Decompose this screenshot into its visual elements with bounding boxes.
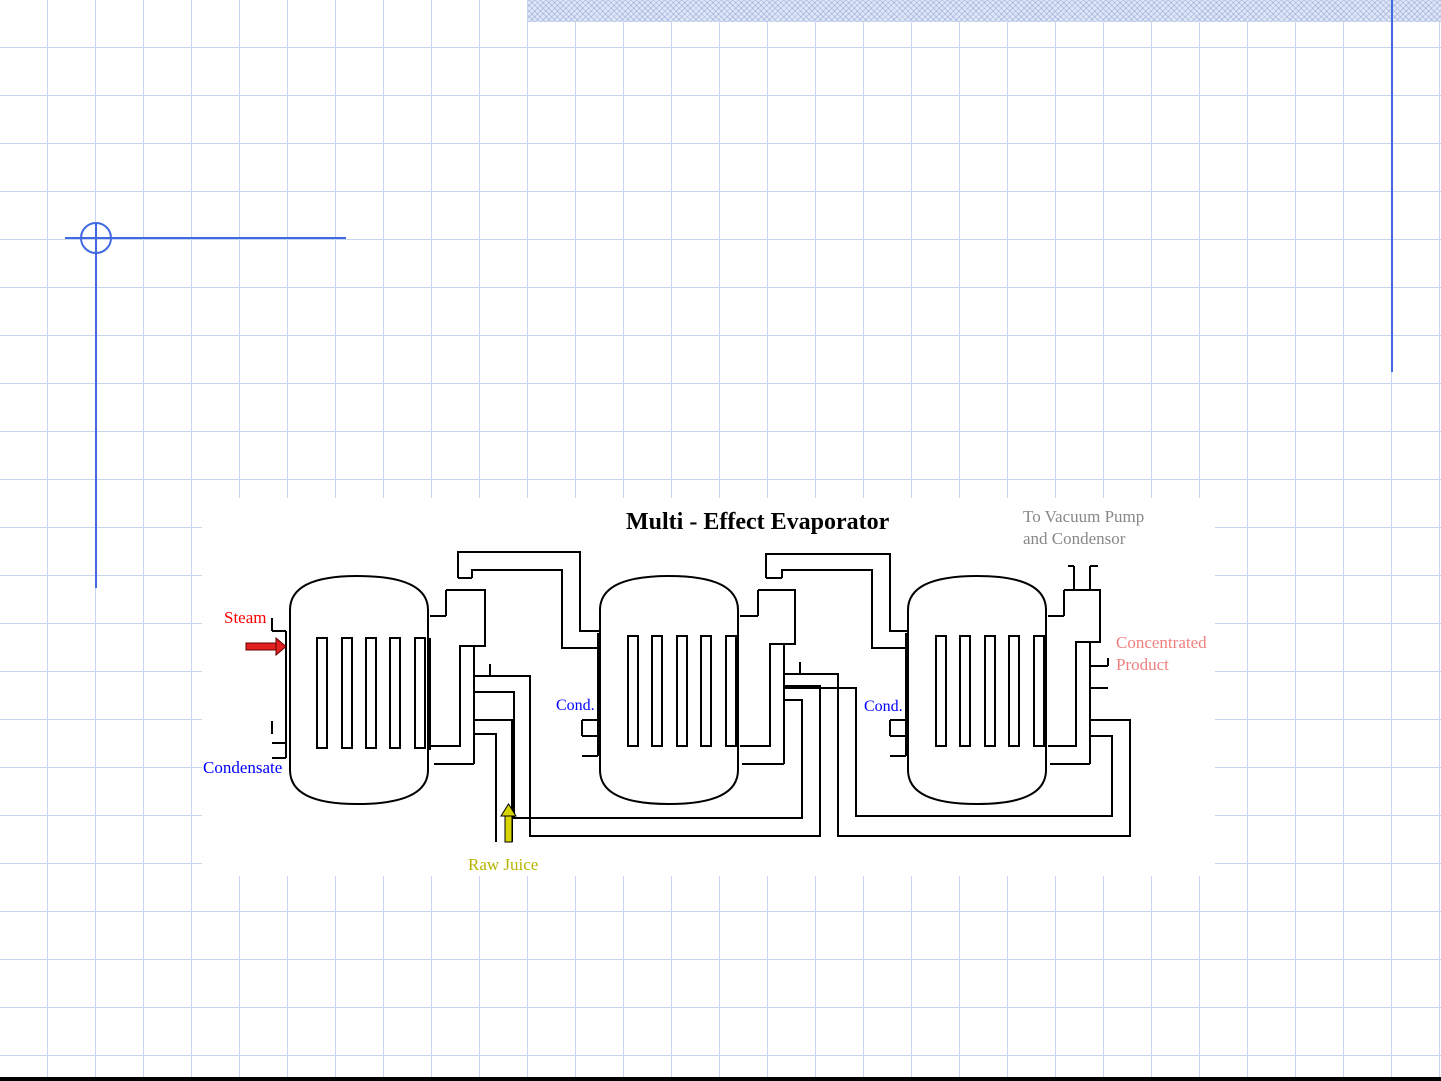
vacuum-outlet xyxy=(1068,566,1098,590)
vacuum-label-line1: To Vacuum Pump xyxy=(1023,508,1144,525)
product-label-line2: Product xyxy=(1116,656,1169,673)
vapor-line-2 xyxy=(766,554,908,648)
slide-bottom-border xyxy=(0,1077,1441,1081)
vapor-line-1 xyxy=(458,552,600,648)
condensate-label: Condensate xyxy=(203,759,282,776)
separator-3 xyxy=(1048,590,1100,764)
steam-label: Steam xyxy=(224,609,267,626)
cond-label-effect-2: Cond. xyxy=(556,698,595,714)
transfer-line-1 xyxy=(474,664,820,836)
effect-2-vessel xyxy=(582,576,738,804)
transfer-line-2 xyxy=(784,662,1130,836)
effect-3-vessel xyxy=(890,576,1046,804)
effect-1-vessel xyxy=(272,576,430,804)
cond-label-effect-3: Cond. xyxy=(864,699,903,715)
product-outlet xyxy=(1090,658,1108,688)
red-right-arrow-icon xyxy=(246,638,286,655)
diagram-title: Multi - Effect Evaporator xyxy=(626,510,889,534)
evaporator-diagram: Multi - Effect Evaporator To Vacuum Pump… xyxy=(202,498,1215,876)
raw-juice-label: Raw Juice xyxy=(468,856,538,873)
separator-2 xyxy=(740,590,795,764)
vacuum-label-line2: and Condensor xyxy=(1023,530,1125,547)
evaporator-schematic xyxy=(202,498,1215,876)
product-label-line1: Concentrated xyxy=(1116,634,1207,651)
